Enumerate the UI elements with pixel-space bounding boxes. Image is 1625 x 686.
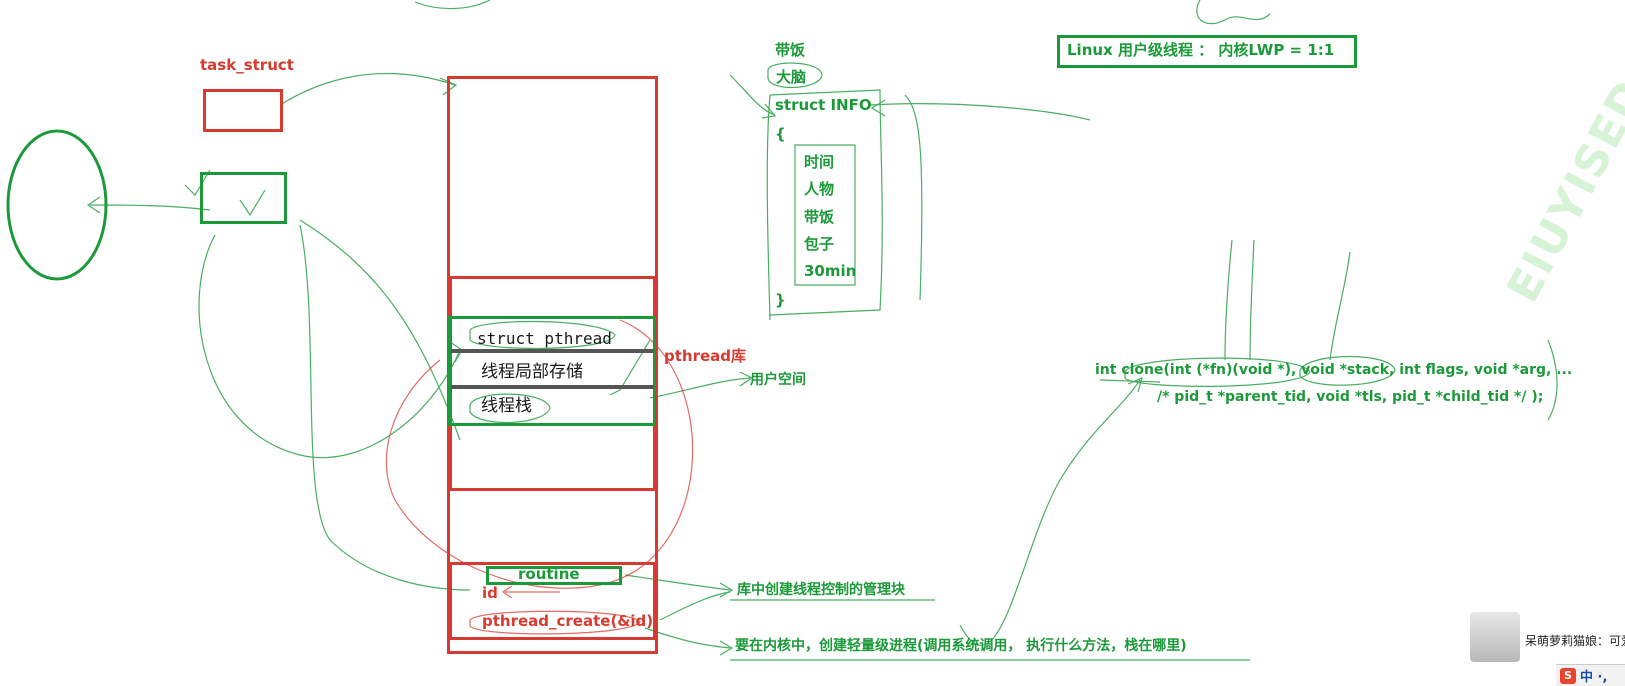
info-close-brace: }	[775, 291, 786, 309]
routine-box	[486, 566, 622, 585]
ime-toolbar[interactable]: S 中 ·,	[1556, 664, 1625, 686]
task-struct-label: task_struct	[200, 56, 294, 74]
tick-mark	[184, 169, 211, 196]
info-field: 30min	[804, 262, 857, 280]
row-thread-stack: 线程栈	[481, 396, 532, 416]
arrow-head	[739, 371, 754, 387]
tick-mark	[239, 189, 266, 217]
id-label: id	[482, 584, 498, 602]
oval-thread-stack	[469, 393, 551, 424]
info-field: 包子	[804, 235, 835, 253]
user-space-label: 用户空间	[750, 372, 806, 388]
separator	[451, 385, 654, 389]
info-title-note: 带饭	[775, 41, 806, 59]
arrow-box-to-ellipse	[89, 204, 211, 211]
top-note-box	[1057, 35, 1357, 68]
user-avatar	[1470, 612, 1520, 662]
row-tls: 线程局部存储	[481, 362, 583, 382]
ime-mode-label[interactable]: 中 ·,	[1580, 670, 1608, 685]
pthread-lib-label: pthread库	[664, 347, 747, 365]
loop-curve-3	[299, 224, 471, 591]
memory-region-bottom	[449, 562, 656, 640]
loop-curve	[299, 219, 461, 441]
scribble-top	[414, 0, 491, 10]
arrow-lib-user	[649, 377, 751, 399]
pointer-stack-up	[1329, 251, 1351, 361]
info-field: 带饭	[804, 208, 835, 226]
info-open-brace: {	[775, 125, 786, 143]
info-field: 人物	[804, 180, 835, 198]
loop-curve-2	[198, 234, 461, 459]
pthread-create-label: pthread_create(&id)	[482, 612, 654, 630]
scribble-top-right	[1196, 0, 1271, 25]
info-header: struct INFO	[775, 96, 872, 114]
arrow-head	[761, 103, 777, 119]
arrow-kernel-to-clone	[959, 379, 1141, 646]
oval-create	[469, 610, 641, 635]
info-field: 时间	[804, 153, 835, 171]
chat-message: 呆萌萝莉猫娘：可爱眼	[1525, 632, 1625, 649]
arrow-head	[501, 585, 513, 599]
lib-mgmt-annotation: 库中创建线程控制的管理块	[737, 582, 905, 598]
arrow-task-to-memory	[279, 73, 456, 106]
top-note: Linux 用户级线程 ： 内核LWP = 1:1	[1067, 41, 1335, 59]
separator	[451, 349, 654, 353]
arrow-head	[719, 640, 734, 656]
arrow-left-into-info	[729, 74, 776, 116]
arrow-head	[870, 99, 886, 117]
process-ellipse	[6, 129, 108, 281]
red-loop	[385, 319, 694, 589]
arrow-head	[1127, 376, 1143, 393]
pointer-fn-up-2	[1249, 239, 1255, 361]
arrow-routine-to-mgmt	[624, 574, 731, 591]
bracket-right	[904, 94, 923, 301]
arrow-head	[86, 196, 101, 214]
clone-signature-line1: int clone(int (*fn)(void *), void *stack…	[1095, 362, 1573, 378]
oval-clone-fn	[1124, 357, 1311, 387]
kernel-lwp-annotation: 要在内核中，创建轻量级进程(调用系统调用， 执行什么方法，栈在哪里)	[735, 638, 1187, 654]
underline-clone	[1099, 379, 1161, 383]
oval-clone-stack	[1299, 356, 1396, 386]
row-struct-pthread: struct pthread	[477, 329, 612, 348]
check-mark-lib	[609, 339, 651, 396]
pointer-fn-up	[1224, 239, 1233, 361]
sogou-logo-icon[interactable]: S	[1560, 667, 1576, 684]
task-struct-box	[203, 89, 283, 132]
clone-signature-line2: /* pid_t *parent_tid, void *tls, pid_t *…	[1157, 389, 1544, 405]
routine-label: routine	[518, 565, 580, 583]
bracket-clone	[1547, 339, 1558, 421]
pthread-lib-block	[448, 316, 656, 426]
info-bubble: 大脑	[776, 68, 807, 86]
pcb-box	[200, 172, 287, 224]
arrow-info-right	[869, 103, 1091, 121]
info-inner	[794, 144, 856, 286]
bubble-brain	[767, 62, 823, 89]
arrow-head	[719, 582, 734, 598]
arrow-create-to-mgmt	[659, 591, 731, 621]
oval-struct-pthread	[469, 320, 616, 350]
